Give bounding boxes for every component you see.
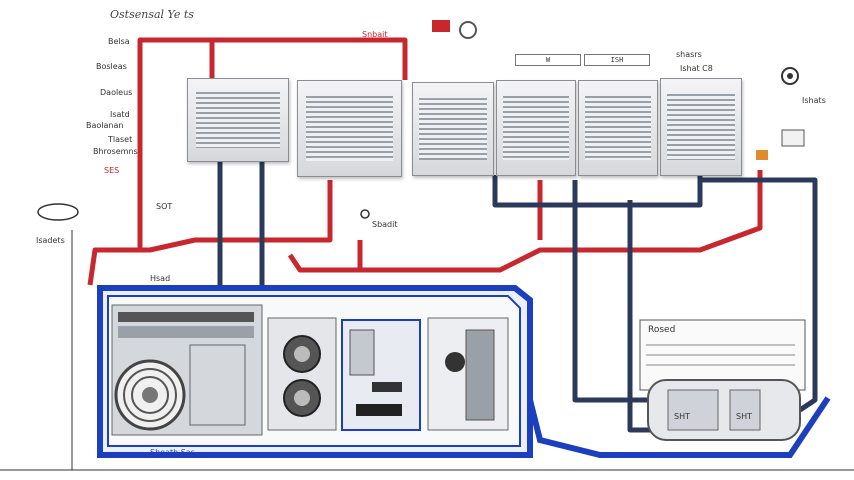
label-isadets: Isadets: [36, 236, 65, 245]
air-handler-panel-2: [297, 80, 402, 177]
vent-grille: [306, 96, 393, 161]
left-label-7: Bhrosemns: [93, 147, 138, 156]
vent-grille: [419, 97, 487, 161]
vent-grille: [667, 94, 735, 160]
label-top-right: Ishat C8: [680, 64, 713, 73]
left-label-2: Bosleas: [96, 62, 127, 71]
air-handler-panel-1: [187, 78, 289, 162]
valve-fittings: [0, 20, 854, 471]
controller-module: [341, 319, 421, 431]
vent-grille: [196, 92, 280, 148]
air-handler-panel-5: [578, 80, 658, 176]
label-rosed: Rosed: [648, 325, 676, 335]
motor-pair: [267, 317, 337, 431]
left-label-5: Baolanan: [86, 121, 124, 130]
label-unit-2: SHT: [736, 412, 752, 421]
label-base: Sheath Sas: [150, 448, 195, 457]
air-handler-panel-6: [660, 78, 742, 176]
left-label-4: Isatd: [110, 110, 130, 119]
label-gauge: Ishats: [802, 96, 826, 105]
label-shasrs: shasrs: [676, 50, 702, 59]
fan-unit: [111, 304, 263, 436]
diagram-title: Ostsensal Ye ts: [110, 8, 194, 21]
air-handler-panel-4: [496, 80, 576, 176]
meter-module: [427, 317, 509, 431]
vent-grille: [503, 96, 569, 160]
tag-w: W: [515, 54, 581, 66]
label-unit-1: SHT: [674, 412, 690, 421]
left-label-1: Belsa: [108, 37, 130, 46]
tag-ish: ISH: [584, 54, 650, 66]
label-hsad: Hsad: [150, 274, 171, 283]
left-label-6: Tlaset: [108, 135, 133, 144]
red-pipe-network: [87, 37, 763, 286]
label-snbait: Snbait: [362, 30, 388, 39]
left-label-3: Daoleus: [100, 88, 133, 97]
label-sbadit: Sbadit: [372, 220, 398, 229]
air-handler-panel-3: [412, 82, 494, 176]
left-label-8: SES: [104, 166, 120, 175]
vent-grille: [585, 96, 651, 160]
tank-unit: [639, 319, 806, 441]
label-sot: SOT: [156, 202, 173, 211]
